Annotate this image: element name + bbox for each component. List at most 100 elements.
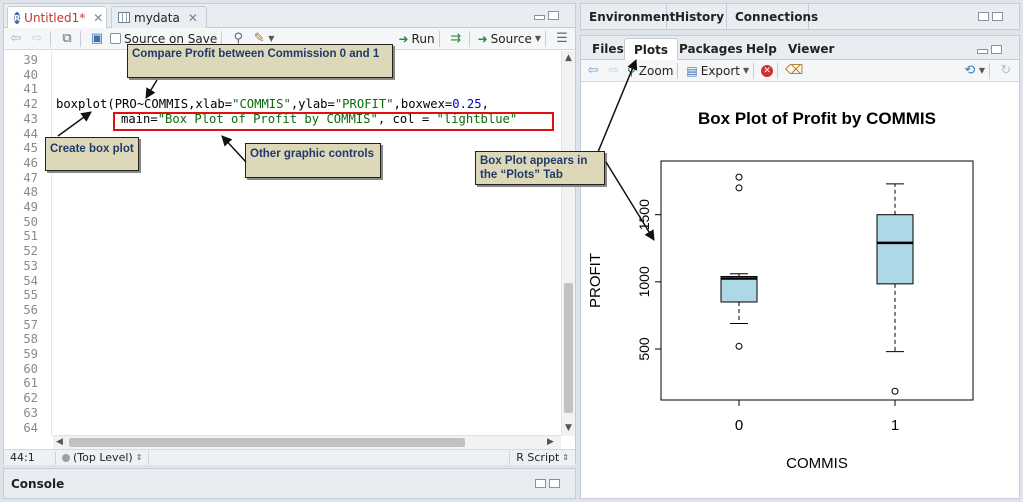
- zoom-label: Zoom: [638, 63, 674, 78]
- line-number: 48: [23, 185, 38, 200]
- window-buttons: [535, 479, 560, 488]
- source-button[interactable]: ➜ Source ▼: [478, 32, 541, 46]
- filetype-selector[interactable]: R Script ⇕: [509, 450, 575, 465]
- chart-title: Box Plot of Profit by COMMIS: [698, 109, 936, 128]
- forward-arrow-icon[interactable]: ⇨: [31, 31, 43, 46]
- tab-packages-label: Packages: [679, 42, 743, 56]
- x-tick-label: 1: [891, 417, 899, 434]
- minimize-icon[interactable]: [534, 15, 545, 20]
- run-arrow-icon: ➜: [398, 31, 409, 46]
- run-button[interactable]: ➜ Run: [398, 32, 434, 46]
- plots-tab-strip: Files Plots Packages Help Viewer: [581, 36, 1019, 61]
- chevron-down-icon[interactable]: ▼: [978, 66, 985, 75]
- outlier-point: [735, 173, 743, 181]
- tab-mydata[interactable]: mydata ✕: [111, 6, 207, 28]
- source-label: Source: [490, 31, 532, 46]
- minimize-icon[interactable]: [977, 49, 988, 54]
- outline-icon[interactable]: ☰: [556, 31, 568, 46]
- export-button[interactable]: ▤ Export ▼: [686, 64, 749, 78]
- outlier-point: [735, 342, 743, 350]
- tab-environment[interactable]: Environment: [581, 4, 675, 29]
- tab-environment-label: Environment: [589, 9, 676, 24]
- export-icon: ▤: [686, 63, 698, 78]
- updown-icon: ⇕: [135, 453, 143, 462]
- annotation-compare-text: Compare Profit between Commission 0 and …: [132, 48, 380, 60]
- tab-connections[interactable]: Connections: [727, 4, 818, 29]
- annotation-other: Other graphic controls: [245, 143, 381, 178]
- line-number: 51: [23, 229, 38, 244]
- tab-plots[interactable]: Plots: [624, 38, 679, 61]
- tab-history[interactable]: History: [667, 4, 727, 29]
- line-number: 56: [23, 302, 38, 317]
- minimize-icon[interactable]: [535, 479, 546, 488]
- scroll-right-icon[interactable]: ▶: [547, 437, 554, 447]
- horizontal-scroll-thumb[interactable]: [69, 438, 465, 447]
- next-plot-icon[interactable]: ⇨: [608, 63, 620, 78]
- tab-plots-label: Plots: [634, 43, 669, 57]
- annotation-plots-tab-line1: Box Plot appears in: [480, 155, 588, 167]
- tab-mydata-label: mydata: [134, 10, 180, 25]
- annotation-other-text: Other graphic controls: [250, 148, 374, 160]
- console-pane[interactable]: Console: [3, 468, 576, 499]
- maximize-icon[interactable]: [992, 12, 1003, 21]
- tab-viewer[interactable]: Viewer: [779, 38, 843, 60]
- annotation-plots-tab: Box Plot appears in the “Plots” Tab: [475, 151, 605, 185]
- tab-viewer-label: Viewer: [788, 42, 835, 56]
- horizontal-scrollbar[interactable]: ◀ ▶: [53, 435, 561, 449]
- line-number: 60: [23, 361, 38, 376]
- publish-icon[interactable]: ⟲: [964, 63, 976, 78]
- vertical-scroll-thumb[interactable]: [564, 283, 573, 413]
- line-number: 59: [23, 347, 38, 361]
- refresh-icon[interactable]: ↻: [1000, 63, 1012, 78]
- magic-wand-icon[interactable]: ✎: [253, 31, 265, 46]
- outlier-point: [735, 184, 743, 192]
- source-on-save-checkbox[interactable]: [110, 33, 121, 44]
- filetype-label: R Script: [516, 451, 560, 464]
- maximize-icon[interactable]: [991, 45, 1002, 54]
- zoom-button[interactable]: ⚲ Zoom: [627, 64, 673, 78]
- back-arrow-icon[interactable]: ⇦: [10, 31, 22, 46]
- tab-connections-label: Connections: [735, 9, 819, 24]
- line-number: 63: [23, 405, 38, 420]
- zoom-icon: ⚲: [627, 63, 636, 78]
- box: [720, 275, 758, 303]
- y-tick-label: 1000: [636, 266, 652, 297]
- annotation-plots-tab-line2: the “Plots” Tab: [480, 169, 563, 181]
- r-script-icon: R: [14, 12, 21, 24]
- scroll-down-icon[interactable]: ▼: [565, 423, 572, 433]
- chevron-down-icon[interactable]: ▼: [534, 34, 541, 43]
- broom-icon[interactable]: ⌫: [784, 63, 804, 78]
- close-icon[interactable]: ✕: [187, 10, 198, 25]
- minimize-icon[interactable]: [978, 12, 989, 21]
- show-in-window-icon[interactable]: ⧉: [62, 31, 72, 46]
- search-icon[interactable]: ⚲: [233, 31, 244, 46]
- chevron-down-icon[interactable]: ▼: [268, 34, 275, 43]
- close-icon[interactable]: ✕: [93, 11, 104, 25]
- tab-packages[interactable]: Packages: [670, 38, 752, 60]
- scroll-up-icon[interactable]: ▲: [565, 53, 572, 63]
- code-line-42: boxplot(PRO~COMMIS,xlab="COMMIS",ylab="P…: [56, 97, 489, 112]
- window-buttons: [534, 11, 559, 20]
- y-tick-label: 1500: [636, 199, 652, 230]
- plots-toolbar: ⇦ ⇨ ⚲ Zoom ▤ Export ▼ ✕ ⌫ ⟲ ▼ ↻: [581, 60, 1019, 82]
- data-grid-icon: [118, 12, 130, 23]
- tab-help[interactable]: Help: [737, 38, 786, 60]
- line-number: 61: [23, 376, 38, 391]
- scroll-left-icon[interactable]: ◀: [56, 437, 63, 447]
- vertical-scrollbar[interactable]: ▲ ▼: [561, 51, 575, 436]
- tab-untitled1[interactable]: R Untitled1* ✕: [7, 6, 107, 29]
- y-axis-label: PROFIT: [587, 253, 604, 308]
- line-number: 44: [23, 126, 38, 141]
- tab-history-label: History: [675, 9, 725, 24]
- tab-files[interactable]: Files: [583, 38, 633, 60]
- save-icon[interactable]: ▣: [90, 31, 104, 46]
- previous-plot-icon[interactable]: ⇦: [587, 63, 599, 78]
- scope-selector[interactable]: (Top Level) ⇕: [56, 450, 150, 465]
- rerun-icon[interactable]: ⇉: [450, 31, 462, 46]
- code-editor[interactable]: boxplot(PRO~COMMIS,xlab="COMMIS",ylab="P…: [53, 51, 561, 436]
- source-on-save-toggle[interactable]: Source on Save: [110, 32, 217, 46]
- maximize-icon[interactable]: [548, 11, 559, 20]
- line-number: 49: [23, 200, 38, 214]
- remove-plot-icon[interactable]: ✕: [761, 64, 774, 77]
- maximize-icon[interactable]: [549, 479, 560, 488]
